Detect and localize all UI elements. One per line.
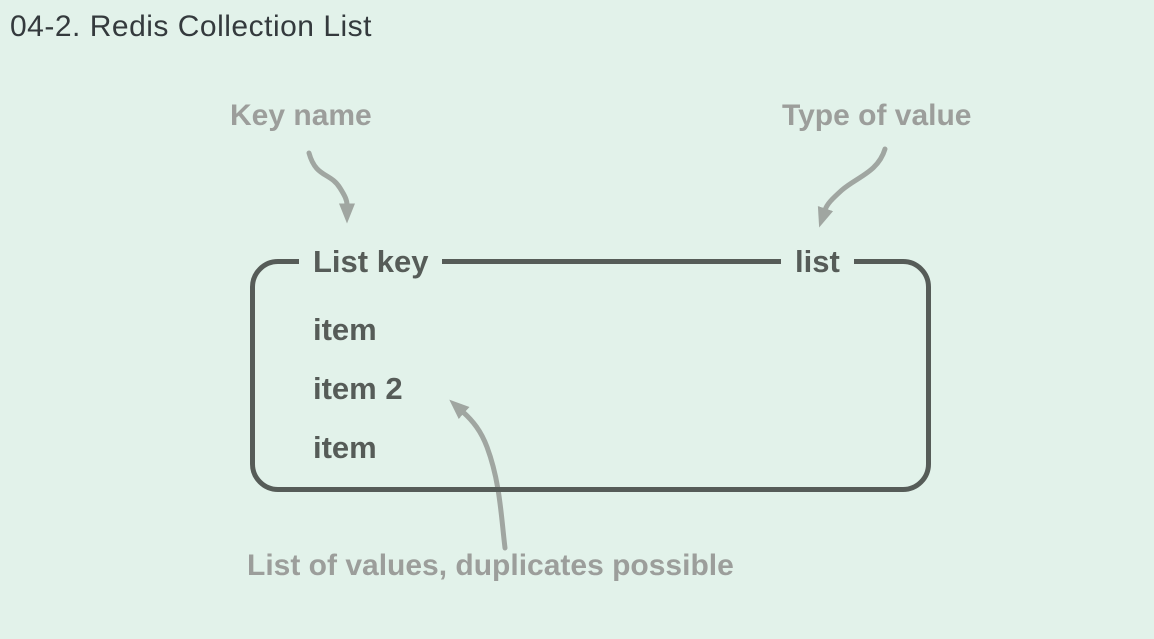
list-item: item 2 [313, 371, 403, 406]
list-item: item [313, 430, 377, 465]
type-of-value-annotation: Type of value [782, 99, 972, 132]
list-item: item [313, 312, 377, 347]
curved-arrow-type-of-value-icon [817, 146, 888, 228]
key-name-annotation: Key name [230, 99, 372, 132]
list-box [250, 259, 931, 492]
list-items: item item 2 item [313, 300, 403, 477]
list-key-label: List key [299, 243, 443, 281]
curved-arrow-key-name-icon [306, 150, 355, 224]
list-values-annotation: List of values, duplicates possible [247, 549, 734, 582]
list-type-label: list [781, 243, 854, 281]
page-title: 04-2. Redis Collection List [10, 10, 373, 43]
